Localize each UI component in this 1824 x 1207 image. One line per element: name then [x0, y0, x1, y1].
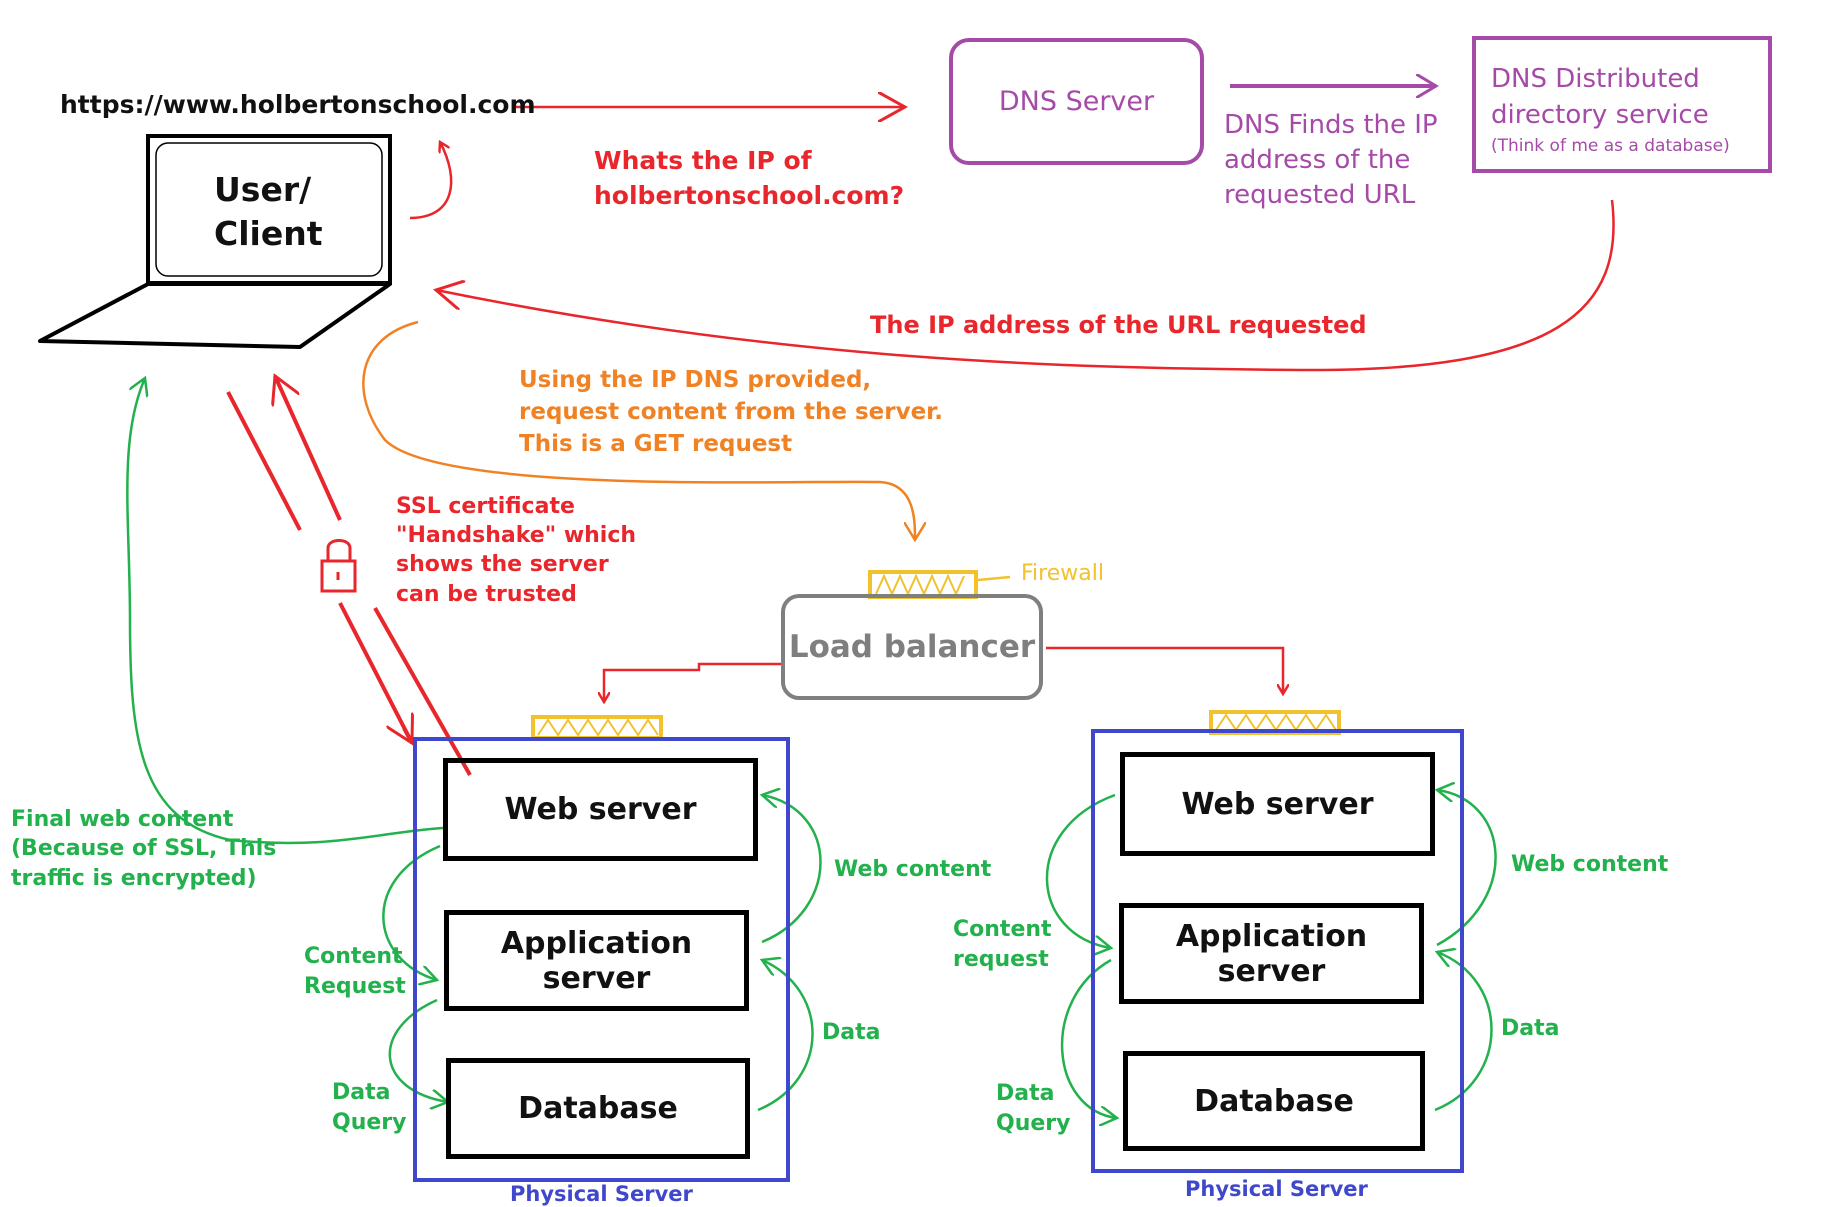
- s1-data-arrow: [757, 960, 814, 1112]
- refresh-curl-arrow: [409, 142, 453, 220]
- ssl-text-line4: can be trusted: [396, 582, 577, 607]
- get-request-line2: request content from the server.: [519, 399, 943, 425]
- physical-server-1: [413, 737, 790, 1182]
- final-content-arrow: [126, 378, 444, 845]
- server2-web-content-label: Web content: [1511, 852, 1669, 877]
- server1-footer: Physical Server: [510, 1182, 693, 1206]
- server1-data-query-line1: Data: [332, 1080, 391, 1105]
- server1-database-box: Database: [446, 1058, 750, 1159]
- dns-finds-line2: address of the: [1224, 145, 1411, 175]
- dns-finds-line3: requested URL: [1224, 180, 1416, 210]
- dns-server-label: DNS Server: [998, 86, 1155, 117]
- server2-database-box: Database: [1123, 1051, 1425, 1151]
- ssl-text-line2: "Handshake" which: [396, 523, 637, 548]
- dns-directory-line2: directory service: [1491, 100, 1709, 130]
- dns-directory-box: [1472, 36, 1772, 173]
- dns-server-box: DNS Server: [949, 38, 1204, 165]
- firewall-server1-icon: [531, 715, 663, 740]
- final-content-line3: traffic is encrypted): [11, 866, 257, 891]
- load-balancer-label: Load balancer: [788, 629, 1036, 665]
- dns-query-text-line1: Whats the IP of: [594, 146, 812, 175]
- server2-web-server-box: Web server: [1120, 752, 1435, 856]
- dns-directory-line1: DNS Distributed: [1491, 64, 1700, 94]
- client-label-line1: User/: [214, 170, 312, 209]
- dns-query-text-line2: holbertonschool.com?: [594, 181, 905, 210]
- server2-data-query-line2: Query: [996, 1111, 1071, 1136]
- server1-database-label: Database: [518, 1091, 678, 1126]
- final-content-line2: (Because of SSL, This: [11, 836, 277, 861]
- server1-content-request-line2: Request: [304, 974, 406, 999]
- site-url: https://www.holbertonschool.com: [60, 90, 536, 119]
- server2-footer: Physical Server: [1185, 1177, 1368, 1201]
- dns-directory-line3: (Think of me as a database): [1491, 136, 1730, 156]
- ip-response-arrow: [436, 199, 1615, 372]
- ssl-text-line1: SSL certificate: [396, 494, 575, 519]
- server1-web-content-label: Web content: [834, 857, 992, 882]
- ssl-text-line3: shows the server: [396, 552, 609, 577]
- client-label-line2: Client: [214, 214, 323, 253]
- server2-content-request-line2: request: [953, 947, 1049, 972]
- server2-app-server-box: Application server: [1119, 903, 1424, 1004]
- load-balancer-box: Load balancer: [781, 594, 1043, 700]
- lock-icon: [320, 539, 357, 593]
- ip-response-label: The IP address of the URL requested: [870, 311, 1367, 339]
- get-request-line3: This is a GET request: [519, 431, 793, 457]
- server1-web-server-label: Web server: [504, 792, 697, 827]
- server1-app-server-box: Application server: [444, 910, 749, 1011]
- server1-data-query-line2: Query: [332, 1110, 407, 1135]
- final-content-line1: Final web content: [11, 807, 234, 832]
- firewall-label: Firewall: [1021, 561, 1104, 586]
- server1-content-request-line1: Content: [304, 944, 403, 969]
- server1-web-server-box: Web server: [443, 758, 758, 861]
- server2-data-label: Data: [1501, 1016, 1560, 1041]
- lb-to-server2-arrow: [1046, 646, 1283, 694]
- server2-data-query-line1: Data: [996, 1081, 1055, 1106]
- ssl-response-arrow: [275, 376, 472, 776]
- get-request-line1: Using the IP DNS provided,: [519, 367, 872, 393]
- dns-finds-line1: DNS Finds the IP: [1224, 110, 1438, 140]
- lb-to-server1-arrow: [604, 662, 782, 702]
- server2-app-server-label: Application server: [1175, 918, 1368, 989]
- physical-server-2: [1091, 729, 1464, 1173]
- get-request-arrow: [362, 320, 915, 540]
- s2-content-request-arrow: [1045, 793, 1116, 948]
- server1-data-label: Data: [822, 1020, 881, 1045]
- server2-content-request-line1: Content: [953, 917, 1052, 942]
- server2-database-label: Database: [1194, 1083, 1354, 1119]
- ssl-request-arrow: [226, 391, 414, 744]
- server2-web-server-label: Web server: [1181, 786, 1374, 822]
- server1-app-server-label: Application server: [500, 925, 693, 996]
- laptop-icon: [38, 134, 392, 349]
